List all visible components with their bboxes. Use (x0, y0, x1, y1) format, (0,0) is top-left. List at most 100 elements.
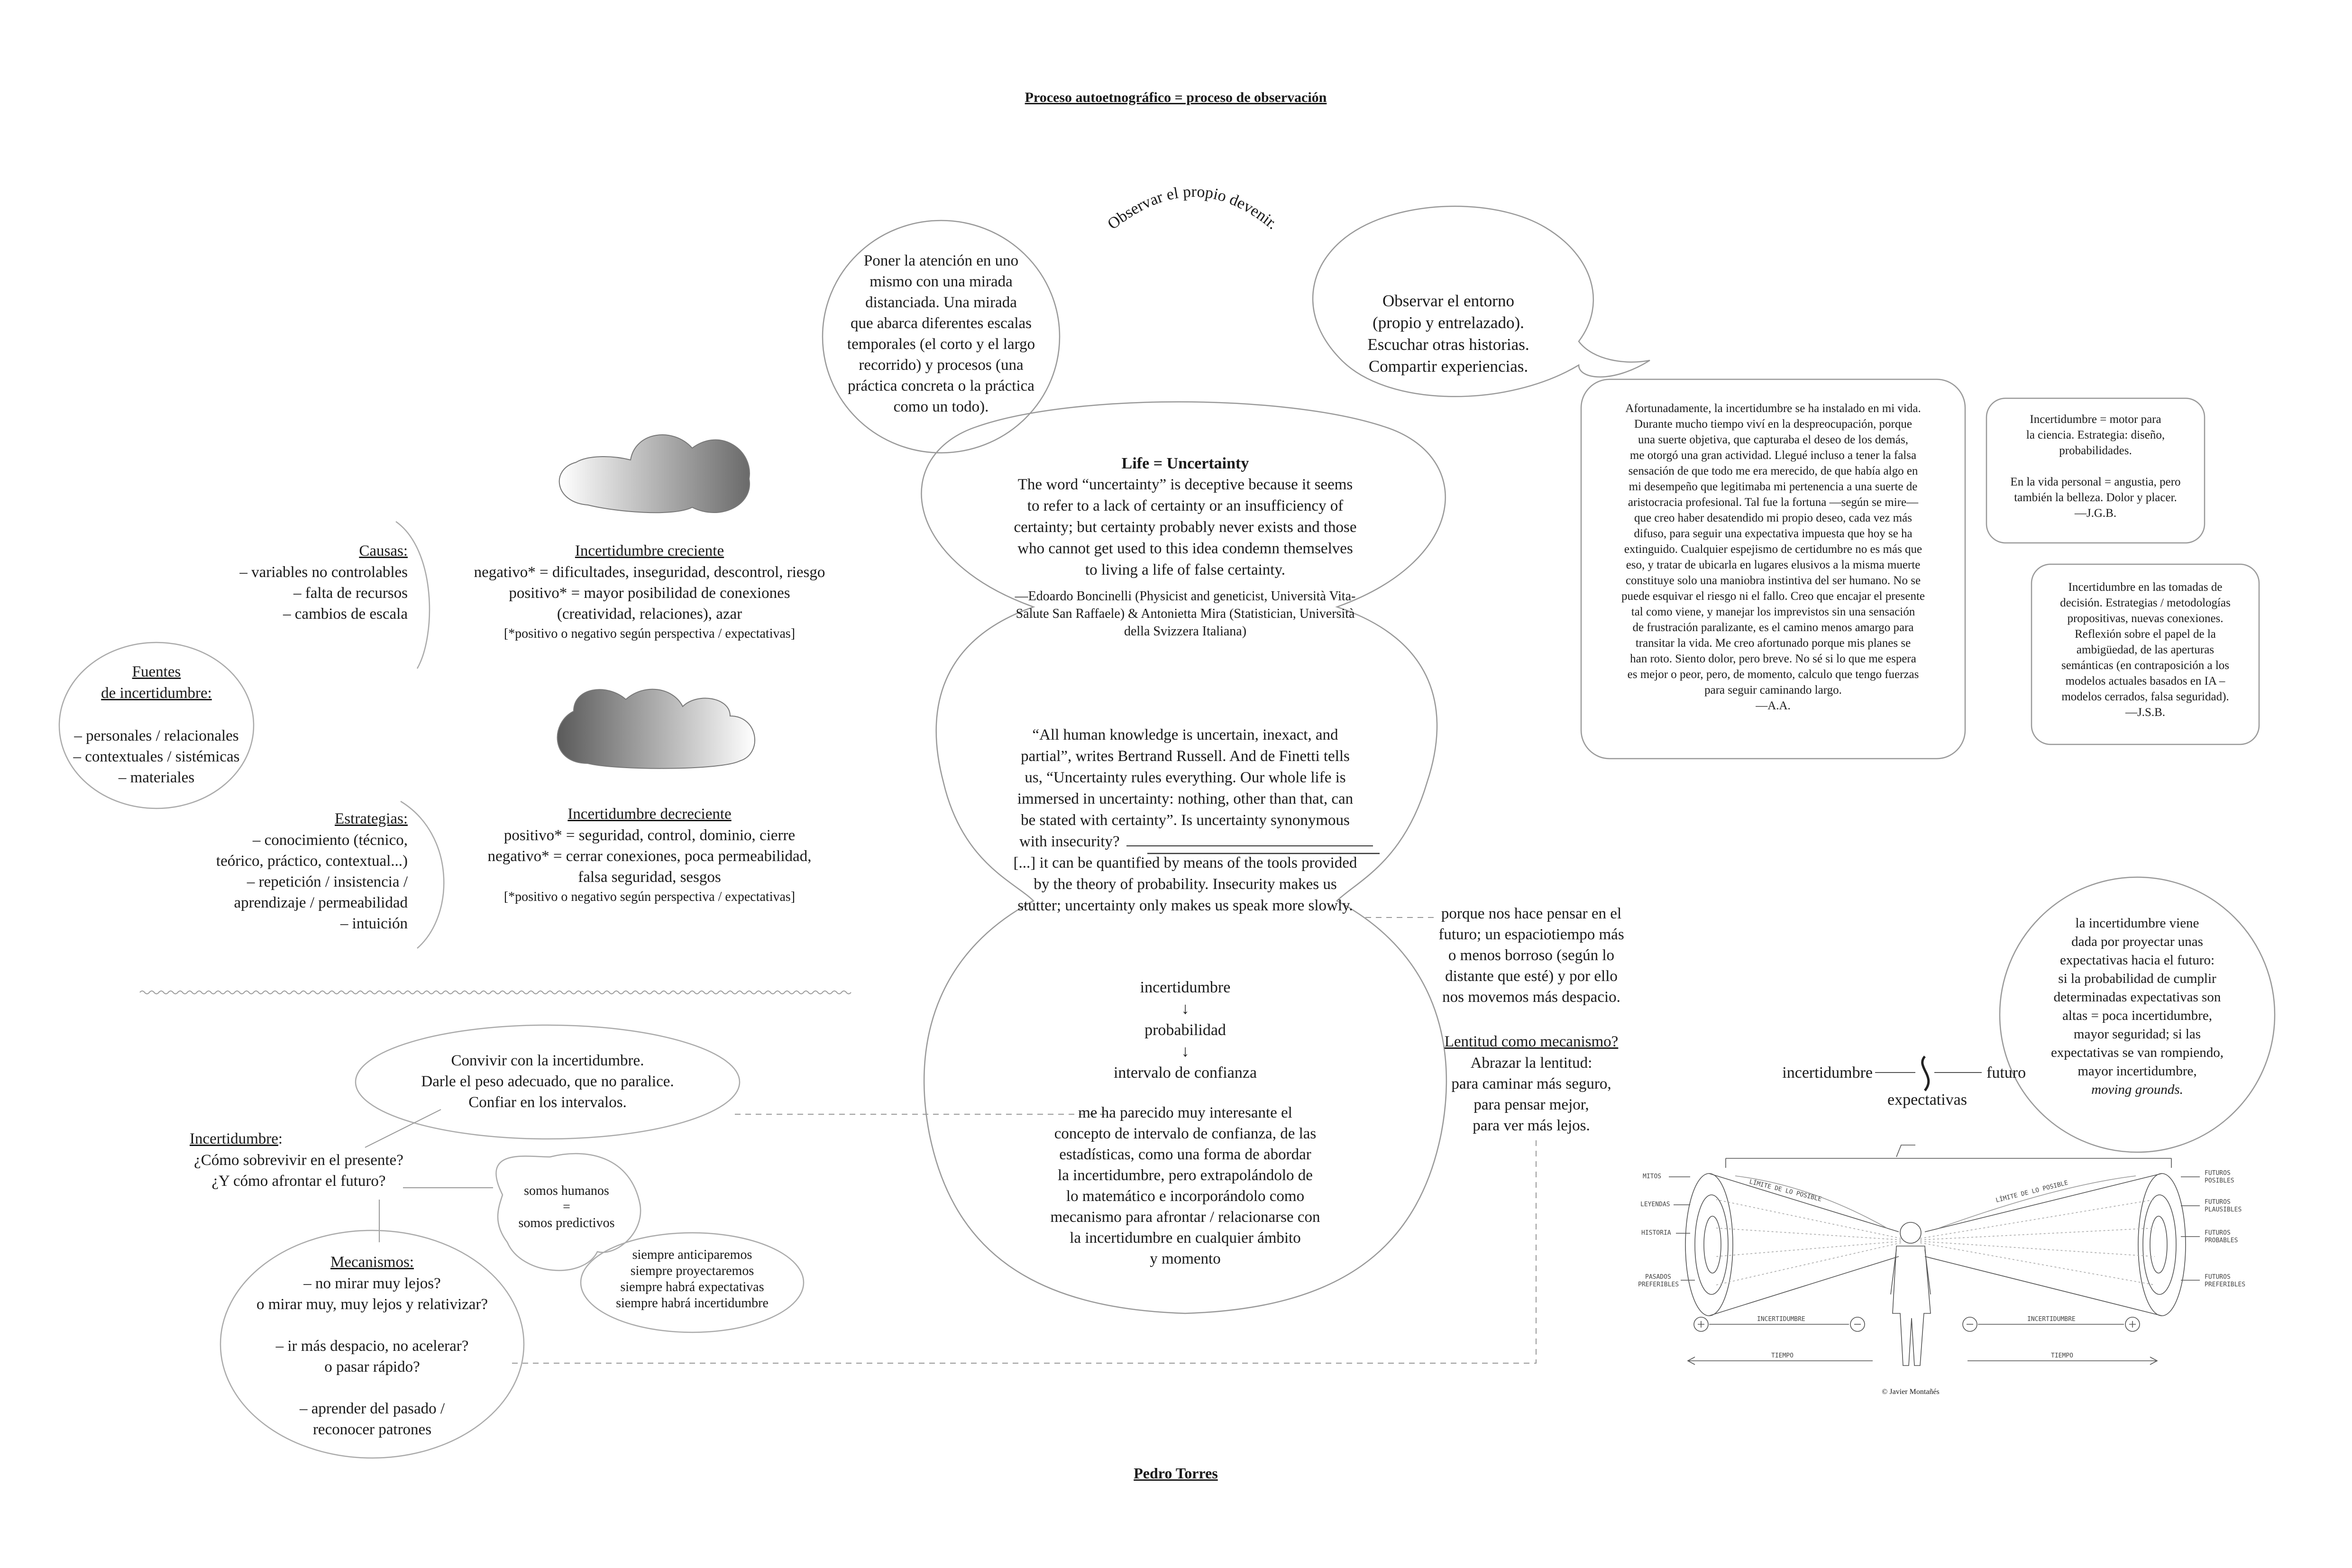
humans-line: somos humanos (524, 1183, 609, 1198)
ill-bar-left: INCERTIDUMBRE (1754, 1316, 1808, 1323)
testimony-jgb-line: En la vida personal = angustia, pero (2010, 476, 2181, 488)
causes-item-line: – variables no controlables (239, 564, 408, 581)
life-title: Life = Uncertainty (1121, 455, 1249, 472)
question-colon: : (278, 1130, 283, 1147)
ill-label-posibles: POSIBLES (2205, 1177, 2234, 1184)
ill-label-leyendas: LEYENDAS (1640, 1201, 1670, 1208)
chain-item-line: ↓ (1181, 1000, 1190, 1018)
testimony-aa-line: aristocracia profesional. Tal fue la for… (1628, 496, 1919, 509)
testimony-jsb-line: semánticas (en contraposición a los (2061, 659, 2230, 672)
strategies-item-line: – repetición / insistencia / (247, 873, 408, 890)
bubble-self (822, 220, 1061, 454)
testimony-aa-line: extinguido. Cualquier espejismo de certi… (1624, 543, 1922, 556)
bubble-environment-line: Compartir experiencias. (1368, 357, 1528, 376)
ill-label-plausibles: PLAUSIBLES (2205, 1206, 2242, 1213)
testimony-jsb-line: modelos actuales basados en IA – (2065, 675, 2225, 688)
testimony-aa-line: me otorgó una gran actividad. Llegué inc… (1629, 449, 1917, 462)
ill-credit: © Javier Montañés (1882, 1388, 1940, 1396)
bubble-environment-line: Observar el entorno (1382, 292, 1514, 310)
ill-label-pasados: PASADOS (1645, 1274, 1671, 1281)
always-line: siempre proyectaremos (630, 1264, 754, 1278)
testimony-aa-line: eso, y tratar de ubicarla en lugares elu… (1626, 559, 1921, 571)
question-line: ¿Cómo sobrevivir en el presente? (194, 1152, 403, 1169)
chain-items: incertidumbre↓probabilidad↓intervalo de … (1067, 977, 1304, 1083)
ill-label-fut-4: FUTUROS (2205, 1274, 2231, 1281)
life-body-line: to refer to a lack of certainty or an in… (1027, 497, 1344, 514)
ill-label-fut-2: FUTUROS (2205, 1199, 2231, 1206)
knowledge-l5: be stated with certainty”. Is uncertaint… (1021, 812, 1350, 829)
testimony-jsb-line: —J.S.B. (2125, 706, 2166, 719)
bubble-environment-line: (propio y entrelazado). (1373, 313, 1524, 332)
testimony-aa-text: Afortunadamente, la incertidumbre se ha … (1586, 401, 1960, 714)
bubble-self-text: Poner la atención en uno mismo con una mi… (832, 250, 1050, 417)
bubble-self-line: que abarca diferentes escalas (850, 315, 1032, 332)
always-line: siempre habrá incertidumbre (616, 1296, 769, 1311)
life-citation: —Edoardo Boncinelli (Physicist and genet… (1000, 587, 1370, 640)
testimony-aa-line: es mejor o peor, pero, de momento, calcu… (1627, 668, 1919, 681)
growing-line: positivo* = mayor posibilidad de conexio… (509, 585, 790, 602)
mechanisms-line: – no mirar muy lejos? (303, 1275, 441, 1292)
mechanisms-title: Mecanismos: (330, 1254, 414, 1271)
slowness-line: Abrazar la lentitud: (1470, 1055, 1592, 1072)
author: Pedro Torres (1134, 1465, 1218, 1482)
chain-body-line: la incertidumbre en cualquier ámbito (1070, 1229, 1301, 1247)
bubble-self-line: recorrido) y procesos (una (859, 357, 1024, 374)
expect-circle-line: dada por proyectar unas (2071, 934, 2203, 949)
life-body-line: The word “uncertainty” is deceptive beca… (1017, 476, 1353, 493)
ill-time-right: TIEMPO (2048, 1352, 2076, 1359)
life-body-line: to living a life of false certainty. (1085, 561, 1286, 578)
arc-text: Observar el propio devenir. (1104, 183, 1281, 233)
bubble-self-line: temporales (el corto y el largo (847, 336, 1035, 353)
question-block: Incertidumbre: (190, 1128, 283, 1149)
slowness-reason-line: nos movemos más despacio. (1442, 989, 1620, 1006)
coexist-bubble (355, 1024, 741, 1140)
slowness-reason-line: distante que esté) y por ello (1445, 968, 1618, 985)
chain-item-line: incertidumbre (1140, 979, 1231, 996)
testimony-jsb-line: propositivas, nuevas conexiones. (2067, 612, 2224, 625)
mechanisms-lines: – no mirar muy lejos?o mirar muy, muy le… (237, 1273, 507, 1440)
knowledge-l8: by the theory of probability. Insecurity… (1034, 876, 1337, 893)
bubble-self-line: práctica concreta o la práctica (848, 377, 1034, 394)
testimony-jsb-box (2031, 563, 2260, 745)
chain-item-line: ↓ (1181, 1043, 1190, 1060)
chain-body-line: mecanismo para afrontar / relacionarse c… (1050, 1209, 1320, 1226)
mechanisms-line: reconocer patrones (312, 1421, 432, 1438)
mechanisms-bubble (220, 1229, 525, 1459)
bubble-self-line: Poner la atención en uno (863, 252, 1019, 269)
life-citation-line: —Edoardo Boncinelli (Physicist and genet… (1015, 589, 1356, 604)
testimony-aa-line: constituye solo una maniobra instintiva … (1625, 574, 1921, 587)
sources-item-line: – personales / relacionales (74, 727, 239, 744)
expect-left-label: incertidumbre (1782, 1064, 1873, 1082)
slowness-title: Lentitud como mecanismo? (1444, 1033, 1619, 1050)
ill-label-fut-3: FUTUROS (2205, 1229, 2231, 1237)
life-body: The word “uncertainty” is deceptive beca… (1000, 474, 1370, 581)
knowledge-l4: immersed in uncertainty: nothing, other … (1017, 790, 1354, 807)
bubble-self-line: mismo con una mirada (869, 273, 1013, 290)
humans-line: = (563, 1200, 570, 1214)
growing-cloud (558, 434, 750, 513)
sources-items: – personales / relacionales– contextuale… (62, 725, 251, 788)
humans-text: somos humanos=somos predictivos (503, 1183, 631, 1231)
growing-line: (creatividad, relaciones), azar (557, 605, 742, 623)
growing-line: negativo* = dificultades, inseguridad, d… (474, 564, 825, 581)
ill-label-fut-1: FUTUROS (2205, 1170, 2231, 1177)
expect-right-label: futuro (1986, 1064, 2026, 1082)
life-body-line: certainty; but certainty probably never … (1014, 519, 1357, 536)
slowness-line: para ver más lejos. (1473, 1117, 1590, 1134)
testimony-jgb-line: la ciencia. Estrategia: diseño, (2026, 429, 2165, 441)
chain-item-line: probabilidad (1144, 1021, 1226, 1039)
testimony-aa-line: Afortunadamente, la incertidumbre se ha … (1625, 402, 1921, 415)
question-title: Incertidumbre (190, 1130, 278, 1147)
life-citation-line: Salute San Raffaele) & Antonietta Mira (… (1016, 606, 1355, 621)
causes-item-line: – cambios de escala (283, 605, 408, 623)
strategies-title: Estrategias: (335, 810, 408, 827)
life-body-line: who cannot get used to this idea condemn… (1017, 540, 1353, 557)
knowledge-l3: us, “Uncertainty rules everything. Our w… (1025, 769, 1346, 786)
